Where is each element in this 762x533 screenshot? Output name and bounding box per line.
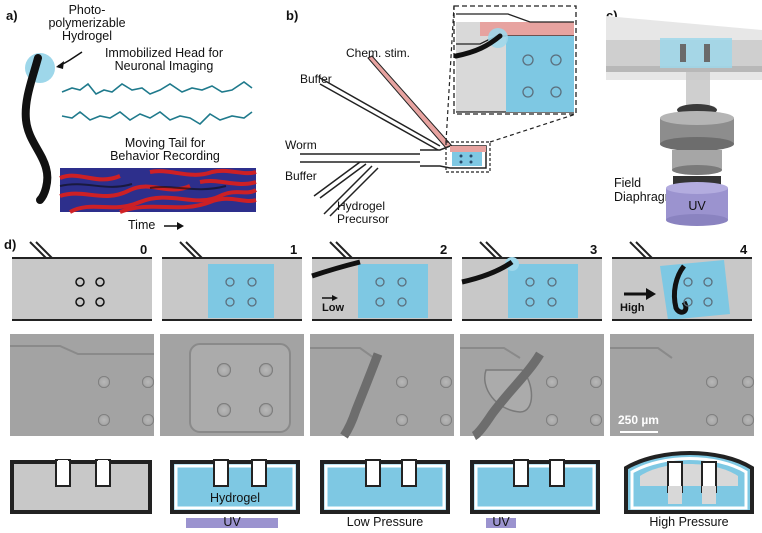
panel-label-d: d) bbox=[4, 237, 17, 252]
schematic-step-3 bbox=[461, 241, 602, 321]
micrograph-1 bbox=[160, 334, 304, 436]
buffer-top-label: Buffer bbox=[300, 72, 332, 86]
cross-section-3 bbox=[470, 459, 600, 528]
schematic-step-0 bbox=[12, 241, 152, 321]
high-pressure-arrow-label: High bbox=[620, 302, 645, 314]
worm-label: Worm bbox=[285, 138, 317, 152]
low-pressure-arrow-label: Low bbox=[322, 302, 344, 314]
schematic-step-1 bbox=[162, 241, 302, 321]
step-number-1: 1 bbox=[290, 242, 298, 257]
micrographs bbox=[10, 334, 754, 440]
kymograph bbox=[60, 168, 256, 212]
schematic-step-4 bbox=[612, 241, 752, 321]
calcium-trace-1 bbox=[61, 81, 253, 96]
cross-section-high-pressure-label: High Pressure bbox=[649, 515, 729, 529]
step-number-4: 4 bbox=[740, 242, 748, 257]
hydrogel-label: Photo-polymerizable Hydrogel bbox=[48, 3, 126, 43]
cross-section-low-pressure-label: Low Pressure bbox=[346, 515, 424, 529]
field-diaphragm-label: Field Diaphragm bbox=[614, 176, 676, 204]
cross-section-0 bbox=[10, 459, 152, 514]
time-axis-label: Time bbox=[128, 218, 156, 232]
panel-b-graphics bbox=[300, 5, 577, 217]
step-schematics bbox=[12, 241, 752, 321]
micrograph-3 bbox=[460, 334, 604, 440]
panel-a-graphics bbox=[21, 51, 258, 230]
cross-section-uv-label-3: UV bbox=[492, 515, 510, 529]
buffer-bottom-label: Buffer bbox=[285, 169, 317, 183]
cross-section-4 bbox=[624, 451, 754, 514]
cross-section-2 bbox=[320, 459, 450, 514]
calcium-trace-2 bbox=[61, 110, 253, 126]
uv-source-label: UV bbox=[688, 199, 706, 213]
panel-label-b: b) bbox=[286, 8, 299, 23]
cross-section-hydrogel-label: Hydrogel bbox=[209, 491, 261, 505]
cross-section-uv-label-1: UV bbox=[223, 515, 241, 529]
micrograph-0 bbox=[10, 334, 154, 436]
step-number-2: 2 bbox=[440, 242, 448, 257]
worm-body bbox=[21, 54, 52, 204]
schematic-step-2 bbox=[311, 241, 452, 321]
micrograph-4 bbox=[610, 334, 754, 436]
cross-sections bbox=[10, 451, 754, 528]
moving-tail-label: Moving Tail for Behavior Recording bbox=[110, 136, 220, 163]
precursor-label: Hydrogel Precursor bbox=[337, 199, 390, 226]
panel-label-c: c) bbox=[606, 8, 618, 23]
micrograph-2 bbox=[310, 334, 454, 439]
panel-label-a: a) bbox=[6, 8, 18, 23]
panel-c-graphics bbox=[606, 16, 762, 226]
cross-section-1 bbox=[170, 459, 300, 528]
immobilized-head-label: Immobilized Head for Neuronal Imaging bbox=[104, 46, 224, 73]
step-number-3: 3 bbox=[590, 242, 598, 257]
scale-bar-label: 250 µm bbox=[618, 413, 659, 427]
step-number-0: 0 bbox=[140, 242, 148, 257]
chem-stim-label: Chem. stim. bbox=[346, 46, 411, 60]
